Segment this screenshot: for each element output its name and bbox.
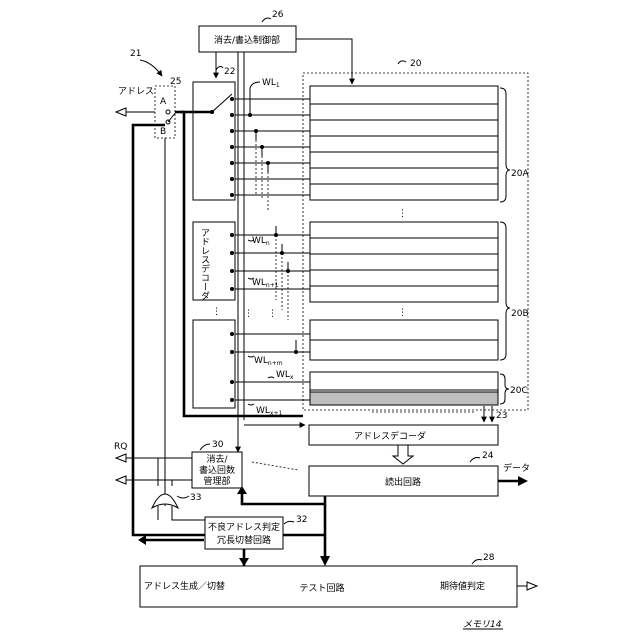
wlnm-label: WLn+m bbox=[254, 356, 283, 367]
wordlines-mid bbox=[230, 226, 310, 320]
wlx-label: WLx bbox=[276, 370, 294, 381]
address-input-arrow bbox=[116, 108, 126, 116]
ellipsis-decoder: ⋮ bbox=[212, 307, 221, 317]
ref-25: 25 bbox=[170, 77, 181, 87]
ellipsis-wl-1: ⋮ bbox=[244, 309, 253, 319]
ref-24: 24 bbox=[482, 451, 494, 461]
address-input-label: アドレス bbox=[118, 87, 154, 97]
block-20b-rows bbox=[310, 222, 498, 360]
label-20c: 20C bbox=[510, 386, 528, 396]
defect-label-1: 不良アドレス判定 bbox=[208, 521, 280, 533]
brace-20c bbox=[500, 374, 509, 404]
data-out-label: データ bbox=[503, 462, 530, 474]
label-20b: 20B bbox=[511, 309, 529, 319]
ellipsis-b: ⋮ bbox=[398, 308, 407, 318]
decoder-block-bottom bbox=[193, 320, 235, 408]
switch-a-label: A bbox=[160, 97, 167, 107]
ref-32: 32 bbox=[296, 515, 307, 525]
erase-write-count-label-3: 管理部 bbox=[203, 475, 230, 487]
wl1-label: WL1 bbox=[262, 78, 280, 89]
expected-out-arrow bbox=[527, 582, 537, 590]
block-20c-rows bbox=[310, 372, 498, 405]
brace-20a bbox=[500, 88, 510, 202]
wordlines-bottom bbox=[230, 332, 310, 402]
switch-b-label: B bbox=[160, 127, 166, 137]
address-gen-label: アドレス生成／切替 bbox=[144, 580, 225, 592]
ref-20: 20 bbox=[410, 59, 422, 69]
wln1-label: WLn+1 bbox=[252, 278, 279, 289]
address-decoder-vertical-label: アドレスデコーダ bbox=[199, 228, 210, 300]
rq-label: RQ bbox=[114, 442, 127, 452]
erase-write-control-label: 消去/書込制御部 bbox=[214, 34, 280, 46]
ref-21: 21 bbox=[130, 49, 141, 59]
rq-arrow bbox=[116, 454, 126, 462]
ref-30: 30 bbox=[212, 440, 224, 450]
ellipsis-wl-2: ⋮ bbox=[268, 309, 277, 319]
ref-33: 33 bbox=[190, 493, 201, 503]
read-circuit-label: 読出回路 bbox=[385, 476, 421, 488]
decoder-to-read-arrow bbox=[393, 445, 413, 464]
ref-26: 26 bbox=[272, 10, 284, 20]
wln-label: WLn bbox=[252, 236, 270, 247]
block-20a-rows bbox=[310, 86, 498, 200]
test-circuit-label: テスト回路 bbox=[299, 582, 344, 594]
address-decoder-label: アドレスデコーダ bbox=[354, 430, 426, 442]
ref-22: 22 bbox=[224, 67, 235, 77]
ref-23: 23 bbox=[496, 411, 507, 421]
label-20a: 20A bbox=[511, 169, 529, 179]
erase-write-count-label-2: 書込回数 bbox=[199, 464, 235, 476]
decoder-block-top bbox=[193, 82, 235, 200]
brace-20b bbox=[500, 222, 510, 360]
wordlines-top bbox=[230, 88, 310, 210]
ref-28: 28 bbox=[483, 553, 495, 563]
ellipsis-a: ⋮ bbox=[398, 209, 407, 219]
expected-judge-label: 期待値判定 bbox=[440, 580, 485, 592]
erase-write-count-label-1: 消去/ bbox=[206, 453, 228, 465]
defect-label-2: 冗長切替回路 bbox=[217, 534, 271, 546]
